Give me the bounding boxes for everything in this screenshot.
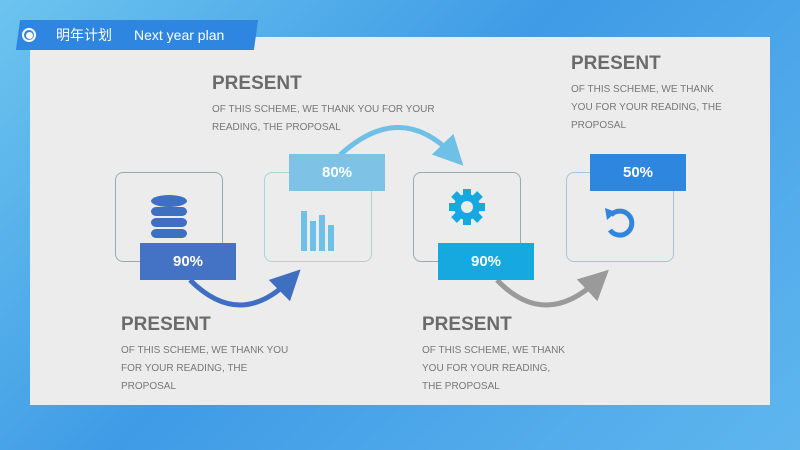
heading: PRESENT <box>422 314 512 335</box>
body: OF THIS SCHEME, WE THANK YOU FOR YOUR RE… <box>212 104 435 133</box>
heading: PRESENT <box>121 314 211 335</box>
database-icon <box>151 195 187 238</box>
radio-icon <box>22 28 36 42</box>
refresh-icon <box>605 208 635 238</box>
body: OF THIS SCHEME, WE THANK YOU FOR YOUR RE… <box>571 84 722 131</box>
body: OF THIS SCHEME, WE THANK YOU FOR YOUR RE… <box>422 345 565 392</box>
text-block-bottom-mid: PRESENT OF THIS SCHEME, WE THANK YOU FOR… <box>422 314 572 396</box>
text-block-bottom-left: PRESENT OF THIS SCHEME, WE THANK YOU FOR… <box>121 314 296 396</box>
percent-label-4: 50% <box>590 154 686 191</box>
step-box-1 <box>115 172 223 262</box>
arrow-2 <box>338 125 464 166</box>
header: 明年计划 Next year plan <box>22 20 224 50</box>
arrow-1 <box>188 269 301 308</box>
title-en: Next year plan <box>134 27 225 43</box>
body: OF THIS SCHEME, WE THANK YOU FOR YOUR RE… <box>121 345 289 392</box>
heading: PRESENT <box>571 53 661 74</box>
bar-chart-icon <box>301 211 334 251</box>
percent-label-2: 80% <box>289 154 385 191</box>
percent-label-3: 90% <box>438 243 534 280</box>
gear-icon <box>449 189 485 225</box>
arrow-3 <box>495 269 609 308</box>
percent-label-1: 90% <box>140 243 236 280</box>
step-box-3 <box>413 172 521 262</box>
heading: PRESENT <box>212 73 302 94</box>
text-block-top-right: PRESENT OF THIS SCHEME, WE THANK YOU FOR… <box>571 53 731 135</box>
title-cn: 明年计划 <box>56 27 112 43</box>
text-block-top-left: PRESENT OF THIS SCHEME, WE THANK YOU FOR… <box>212 73 442 137</box>
